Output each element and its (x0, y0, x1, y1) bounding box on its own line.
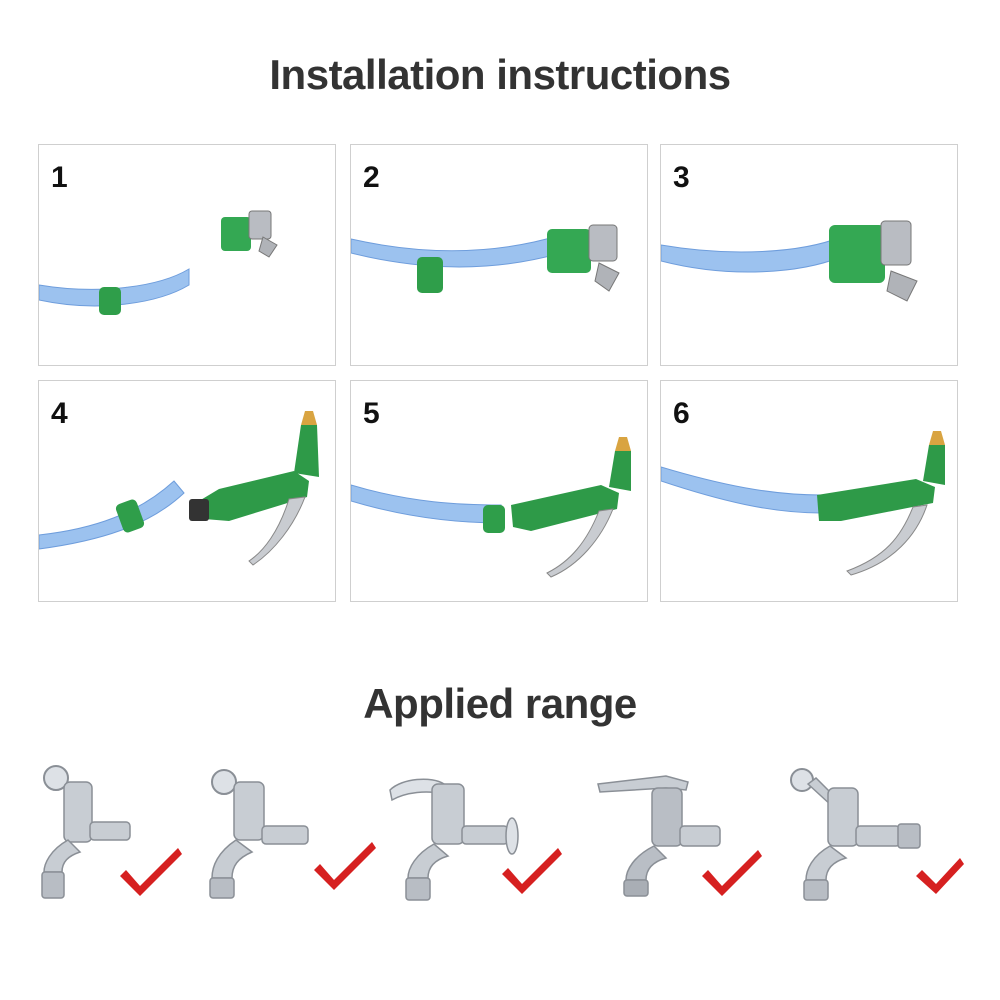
step-number: 1 (51, 161, 68, 194)
step-panel-4: 4 (38, 380, 336, 602)
check-mark-icon (502, 848, 562, 894)
step-panel-3: 3 (660, 144, 958, 366)
check-mark-icon (702, 850, 762, 896)
faucet-icon (389, 778, 519, 901)
faucet-item-4 (596, 760, 776, 910)
faucet-compatibility-row (30, 760, 980, 910)
spray-gun-icon (199, 471, 309, 521)
quick-connector-icon (829, 225, 885, 283)
quick-connector-icon (221, 217, 251, 251)
brass-nozzle-icon (615, 437, 631, 451)
hose-and-spray-gun-illustration (39, 411, 319, 566)
installation-title: Installation instructions (269, 51, 731, 98)
step-panel-2: 2 (350, 144, 648, 366)
faucet-icon (41, 765, 131, 899)
faucet-icon (597, 775, 721, 897)
quick-connector-icon (547, 229, 591, 273)
step-panel-1: 1 (38, 144, 336, 366)
hose-and-connector-illustration (351, 224, 620, 293)
faucet-item-3 (382, 760, 562, 910)
step-number: 3 (673, 161, 690, 194)
faucet-icon (209, 769, 309, 899)
step-number: 5 (363, 397, 380, 430)
threaded-ring-icon (417, 257, 443, 293)
check-mark-icon (314, 842, 376, 890)
brass-nozzle-icon (301, 411, 317, 425)
hose-and-connector-illustration (661, 220, 918, 302)
spray-gun-icon (817, 479, 935, 521)
faucet-item-2 (202, 760, 382, 910)
threaded-ring-icon (99, 287, 121, 315)
threaded-ring-icon (483, 505, 505, 533)
installation-steps-grid: 1 2 3 4 (38, 144, 960, 604)
spray-gun-icon (511, 485, 619, 531)
step-number: 6 (673, 397, 690, 430)
faucet-item-1 (30, 760, 210, 910)
brass-nozzle-icon (929, 431, 945, 445)
hose-and-connector-illustration (39, 210, 278, 315)
faucet-item-5 (788, 760, 968, 910)
step-number: 4 (51, 397, 68, 430)
check-mark-icon (916, 858, 964, 894)
applied-range-title: Applied range (363, 680, 637, 727)
step-number: 2 (363, 161, 380, 194)
threaded-ring-icon (115, 499, 145, 533)
step-panel-6: 6 (660, 380, 958, 602)
step-panel-5: 5 (350, 380, 648, 602)
check-mark-icon (120, 848, 182, 896)
faucet-icon (790, 768, 921, 901)
hose-and-spray-gun-illustration (661, 431, 945, 576)
hose-and-spray-gun-illustration (351, 437, 631, 578)
